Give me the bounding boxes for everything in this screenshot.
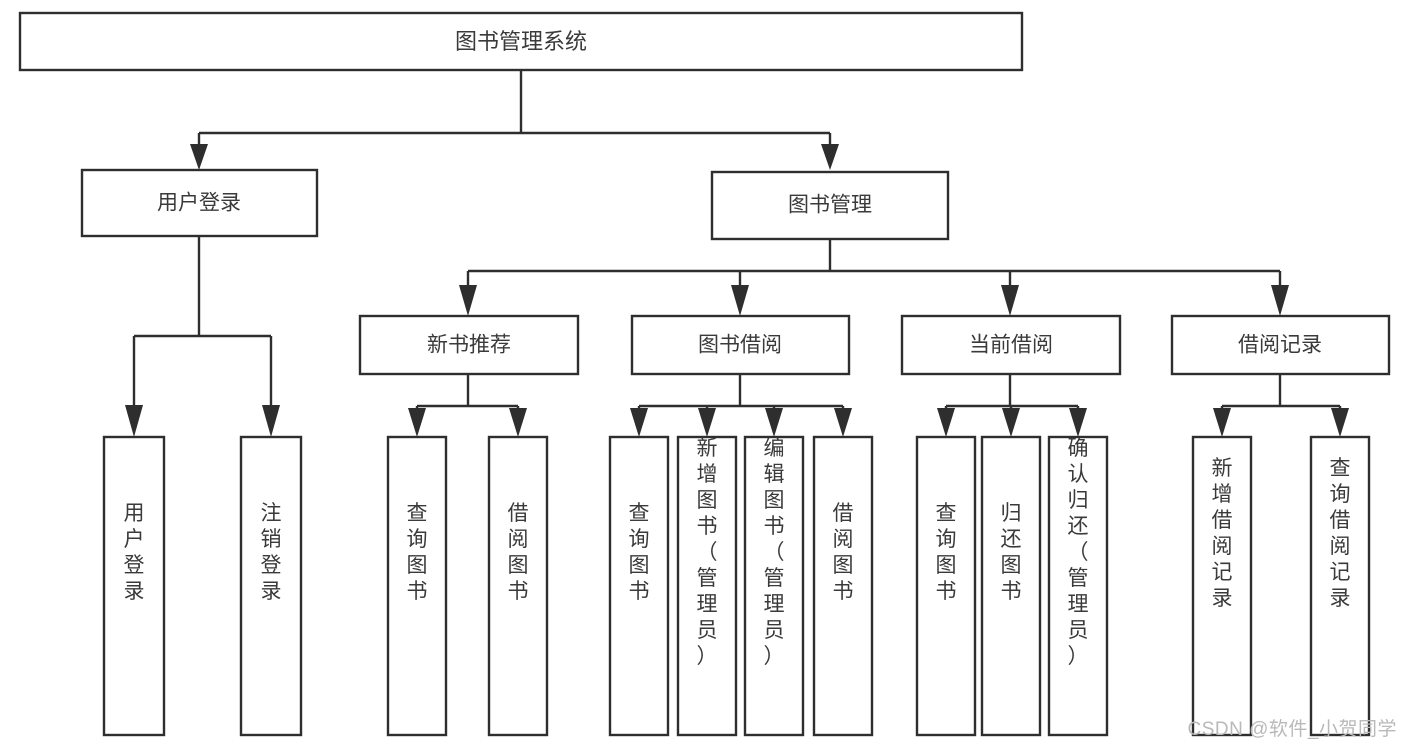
node-root-system-box[interactable] bbox=[18, 11, 1024, 72]
arrow-head-leaf-confirm-return bbox=[1069, 408, 1087, 437]
leaf-query-book-2[interactable]: 查询图书 bbox=[608, 435, 670, 737]
node-book-management[interactable]: 图书管理 bbox=[710, 170, 950, 241]
leaf-borrow-book-1-label: 借阅图书 bbox=[508, 502, 529, 603]
node-borrow-record-box[interactable] bbox=[1170, 314, 1391, 376]
arrow-head-leaf-borrow-book-2 bbox=[834, 408, 852, 437]
arrow-head-leaf-edit-book bbox=[765, 408, 783, 437]
leaf-borrow-book-1[interactable]: 借阅图书 bbox=[487, 435, 549, 737]
leaf-query-book-1-label: 查询图书 bbox=[407, 502, 428, 603]
arrow-head-borrow-record bbox=[1271, 285, 1289, 316]
leaf-add-record-box[interactable] bbox=[1191, 435, 1253, 737]
leaf-add-record-label: 新增借阅记录 bbox=[1212, 457, 1233, 610]
leaf-add-record[interactable]: 新增借阅记录 bbox=[1191, 435, 1253, 737]
node-book-management-box[interactable] bbox=[710, 170, 950, 241]
node-new-book-recommend-label: 新书推荐 bbox=[427, 334, 511, 357]
node-current-borrow[interactable]: 当前借阅 bbox=[900, 314, 1122, 376]
node-root-system[interactable]: 图书管理系统 bbox=[18, 11, 1024, 72]
leaf-user-login-box[interactable] bbox=[102, 435, 166, 737]
leaf-edit-book-box[interactable] bbox=[743, 435, 805, 737]
node-user-login-box[interactable] bbox=[80, 168, 319, 238]
leaf-return-book-box[interactable] bbox=[980, 435, 1042, 737]
arrow-head-leaf-user-login bbox=[125, 405, 143, 437]
node-book-borrow-label: 图书借阅 bbox=[698, 334, 782, 357]
node-user-login-label: 用户登录 bbox=[157, 192, 241, 215]
arrow-head-leaf-query-book-2 bbox=[630, 408, 648, 437]
node-current-borrow-box[interactable] bbox=[900, 314, 1122, 376]
leaf-confirm-return-label: 确认归还（管理员） bbox=[1068, 437, 1089, 668]
leaf-query-record-box[interactable] bbox=[1309, 435, 1371, 737]
leaf-borrow-book-2-box[interactable] bbox=[812, 435, 874, 737]
leaf-user-logout-label: 注销登录 bbox=[261, 502, 282, 603]
leaf-query-book-3-box[interactable] bbox=[915, 435, 977, 737]
leaf-user-logout-box[interactable] bbox=[239, 435, 303, 737]
leaf-query-book-2-label: 查询图书 bbox=[629, 502, 650, 603]
leaf-query-book-2-box[interactable] bbox=[608, 435, 670, 737]
node-root-system-label: 图书管理系统 bbox=[455, 29, 587, 54]
node-new-book-recommend-box[interactable] bbox=[358, 314, 580, 376]
arrow-head-current-borrow bbox=[1001, 285, 1019, 316]
leaf-query-book-3-label: 查询图书 bbox=[936, 502, 957, 603]
leaf-confirm-return[interactable]: 确认归还（管理员） bbox=[1047, 435, 1109, 737]
arrow-head-leaf-query-record bbox=[1331, 408, 1349, 437]
leaf-user-login[interactable]: 用户登录 bbox=[102, 435, 166, 737]
node-borrow-record[interactable]: 借阅记录 bbox=[1170, 314, 1391, 376]
leaf-borrow-book-2-label: 借阅图书 bbox=[833, 502, 854, 603]
connector-layer bbox=[125, 70, 1349, 437]
node-borrow-record-label: 借阅记录 bbox=[1238, 334, 1322, 357]
node-book-borrow-box[interactable] bbox=[630, 314, 851, 376]
arrow-head-leaf-query-book-3 bbox=[937, 408, 955, 437]
leaf-return-book[interactable]: 归还图书 bbox=[980, 435, 1042, 737]
arrow-head-book-borrow bbox=[731, 285, 749, 316]
arrow-head-leaf-return-book bbox=[1002, 408, 1020, 437]
leaf-confirm-return-box[interactable] bbox=[1047, 435, 1109, 737]
leaf-query-book-1-box[interactable] bbox=[386, 435, 448, 737]
arrow-head-leaf-user-logout bbox=[262, 405, 280, 437]
leaf-add-book-box[interactable] bbox=[676, 435, 738, 737]
leaf-query-record-label: 查询借阅记录 bbox=[1330, 457, 1351, 610]
csdn-watermark: CSDN @软件_小贺同学 bbox=[1187, 719, 1397, 740]
node-book-management-label: 图书管理 bbox=[788, 194, 872, 217]
arrow-head-user-login bbox=[190, 144, 208, 170]
leaf-add-book-label: 新增图书（管理员） bbox=[697, 437, 718, 668]
leaf-user-logout[interactable]: 注销登录 bbox=[239, 435, 303, 737]
arrow-head-leaf-add-book bbox=[698, 408, 716, 437]
node-book-borrow[interactable]: 图书借阅 bbox=[630, 314, 851, 376]
leaf-borrow-book-2[interactable]: 借阅图书 bbox=[812, 435, 874, 737]
arrow-head-book-management bbox=[821, 144, 839, 170]
leaf-return-book-label: 归还图书 bbox=[1001, 502, 1022, 603]
arrow-head-new-book-recommend bbox=[459, 285, 477, 316]
leaf-query-record[interactable]: 查询借阅记录 bbox=[1309, 435, 1371, 737]
arrow-head-leaf-query-book-1 bbox=[408, 408, 426, 437]
leaf-borrow-book-1-box[interactable] bbox=[487, 435, 549, 737]
node-user-login[interactable]: 用户登录 bbox=[80, 168, 319, 238]
leaf-edit-book[interactable]: 编辑图书（管理员） bbox=[743, 435, 805, 737]
leaf-query-book-1[interactable]: 查询图书 bbox=[386, 435, 448, 737]
leaf-add-book[interactable]: 新增图书（管理员） bbox=[676, 435, 738, 737]
leaf-edit-book-label: 编辑图书（管理员） bbox=[764, 437, 785, 668]
node-new-book-recommend[interactable]: 新书推荐 bbox=[358, 314, 580, 376]
node-current-borrow-label: 当前借阅 bbox=[969, 334, 1053, 357]
leaf-user-login-label: 用户登录 bbox=[124, 502, 145, 603]
leaf-query-book-3[interactable]: 查询图书 bbox=[915, 435, 977, 737]
arrow-head-leaf-borrow-book-1 bbox=[509, 408, 527, 437]
arrow-head-leaf-add-record bbox=[1213, 408, 1231, 437]
